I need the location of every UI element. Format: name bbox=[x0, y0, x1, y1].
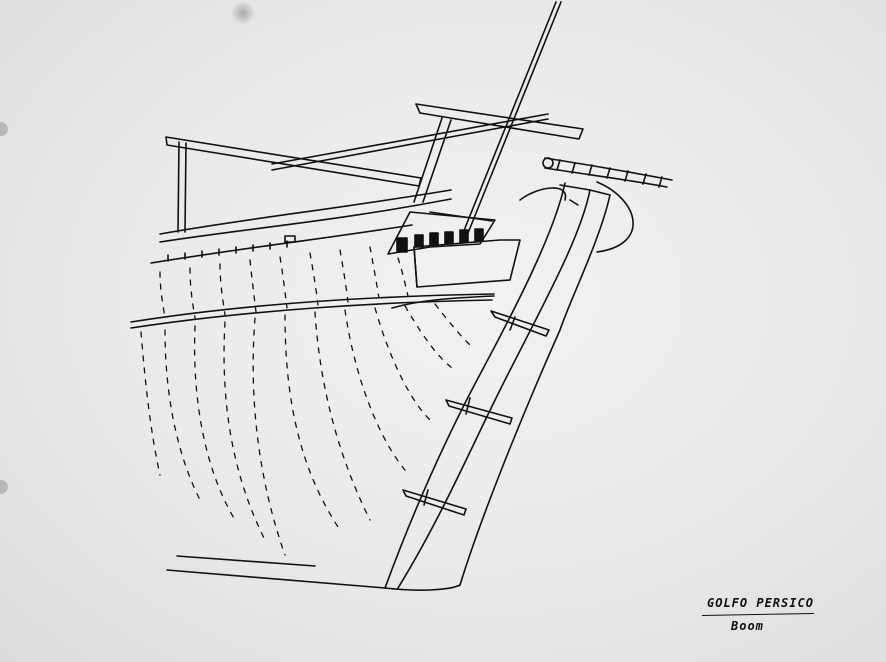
caption-subtitle: Boom bbox=[731, 619, 764, 633]
ink-smudge bbox=[230, 2, 256, 24]
keel bbox=[166, 555, 386, 589]
stem-post bbox=[384, 182, 611, 591]
sheer-line bbox=[130, 293, 495, 329]
hull-planking bbox=[140, 246, 471, 556]
mast bbox=[462, 1, 562, 234]
rail-structure bbox=[165, 113, 549, 233]
gunwale bbox=[150, 189, 452, 264]
furled-sail bbox=[519, 157, 673, 253]
caption-title: GOLFO PERSICO bbox=[707, 596, 814, 610]
binder-hole-top bbox=[0, 122, 8, 136]
cross-beam bbox=[413, 103, 584, 203]
binder-hole-bottom bbox=[0, 480, 8, 494]
bow-platform bbox=[387, 211, 521, 288]
stem-steps bbox=[402, 310, 550, 516]
